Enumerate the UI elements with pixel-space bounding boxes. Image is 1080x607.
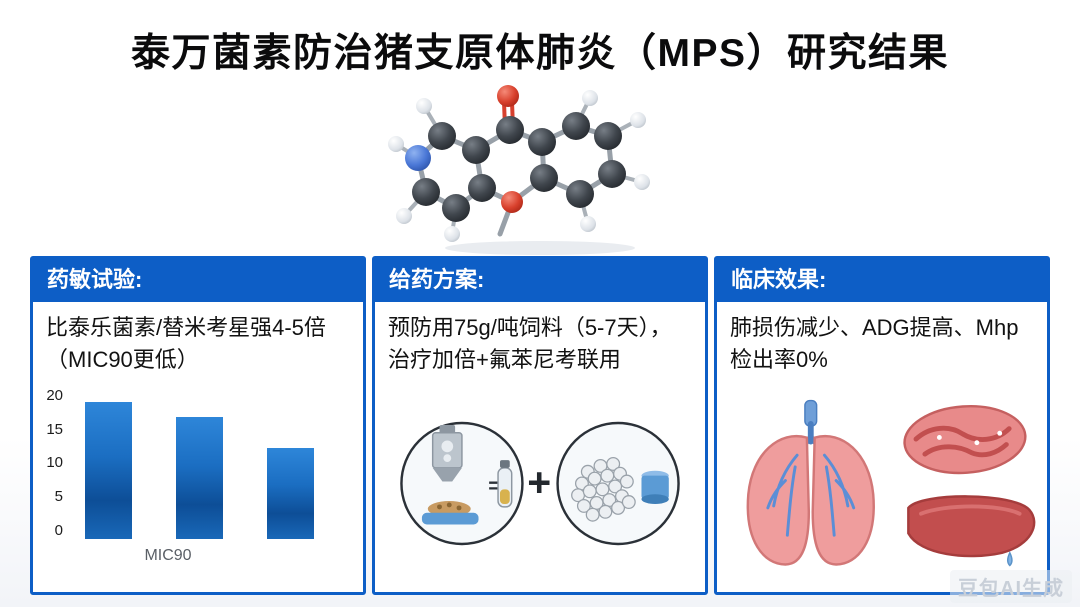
- panel-dosing-body: 预防用75g/吨饲料（5-7天），治疗加倍+氟苯尼考联用: [388, 315, 672, 372]
- bar-chart: 20 15 10 5 0: [33, 379, 363, 539]
- bar-chart-plot: [69, 387, 314, 539]
- ai-watermark: 豆包AI生成: [950, 570, 1072, 603]
- chart-bar: [85, 402, 132, 539]
- carbon-atoms: [412, 112, 626, 222]
- bar-chart-xlabel: MIC90: [144, 546, 192, 564]
- pellets-icon: [556, 422, 680, 546]
- oxygen-atom-ring: [501, 191, 523, 213]
- lung-cross-section-icon: [903, 405, 1027, 475]
- panel-clinical-body: 肺损伤减少、ADG提高、Mhp检出率0%: [730, 315, 1019, 372]
- molecule-svg: [388, 85, 650, 255]
- panel-dosing: 给药方案: 预防用75g/吨饲料（5-7天），治疗加倍+氟苯尼考联用 =: [372, 256, 708, 595]
- liver-icon: [907, 495, 1036, 567]
- y-tick-label: 5: [54, 488, 63, 506]
- y-tick-label: 20: [46, 386, 63, 404]
- molecule-3d-illustration: [380, 78, 700, 256]
- feed-dispenser-icon: =: [400, 422, 524, 546]
- chart-bar: [176, 417, 223, 539]
- chart-bar: [267, 447, 314, 539]
- molecule-shadow: [445, 241, 635, 255]
- panel-clinical: 临床效果: 肺损伤减少、ADG提高、Mhp检出率0%: [714, 256, 1050, 595]
- y-tick-label: 0: [54, 521, 63, 539]
- organs-svg: [746, 400, 1036, 567]
- dosing-svg: = +: [400, 422, 680, 546]
- panel-susceptibility-body: 比泰乐菌素/替米考星强4-5倍（MIC90更低）: [46, 315, 326, 372]
- panel-susceptibility-header: 药敏试验:: [33, 259, 363, 303]
- panel-dosing-header: 给药方案:: [375, 259, 705, 303]
- page-title: 泰万菌素防治猪支原体肺炎（MPS）研究结果: [130, 32, 949, 75]
- panel-clinical-header: 临床效果:: [717, 259, 1047, 303]
- dosing-illustration: = +: [375, 379, 705, 592]
- lungs-icon: [746, 400, 875, 567]
- y-tick-label: 15: [46, 420, 63, 438]
- oxygen-atom-carbonyl: [497, 85, 519, 107]
- y-tick-label: 10: [46, 454, 63, 472]
- hydrogen-atoms: [388, 90, 650, 242]
- bar-chart-yaxis: 20 15 10 5 0: [39, 387, 69, 539]
- nitrogen-atom: [405, 145, 431, 171]
- plus-icon: +: [527, 460, 551, 506]
- clinical-illustration: [717, 379, 1047, 592]
